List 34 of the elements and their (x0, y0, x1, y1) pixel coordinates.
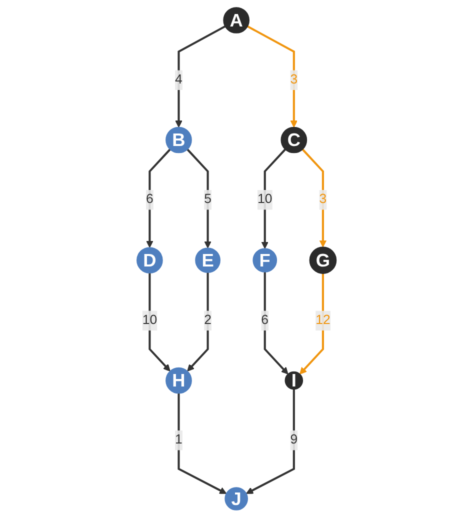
node-circle: A (224, 7, 250, 34)
edge-label: 4 (175, 72, 183, 87)
arrow (300, 274, 324, 374)
edge-label: 10 (258, 192, 273, 206)
node-circle: C (281, 126, 308, 154)
arrow (176, 25, 226, 128)
edge-label: 10 (142, 313, 158, 328)
edge-label: 2 (204, 313, 212, 328)
edge-label: 9 (290, 432, 298, 447)
node-circle: H (166, 367, 192, 394)
node-circle: E (196, 248, 221, 273)
node-circle: G (310, 246, 338, 274)
arrow (178, 393, 228, 494)
edge-label: 3 (320, 192, 328, 206)
edge-label: 6 (146, 192, 154, 206)
edge-label: 5 (204, 192, 212, 206)
node-circle: B (166, 126, 192, 154)
arrow (188, 272, 210, 372)
arrow (246, 389, 296, 494)
arrow (302, 148, 328, 248)
arrow (146, 148, 172, 248)
edge-label: 6 (262, 313, 269, 328)
edge-label: 12 (316, 313, 331, 328)
node-circle: I (285, 371, 304, 390)
arrow (262, 148, 286, 249)
node-circle: J (225, 487, 248, 510)
node-circle: F (253, 248, 278, 272)
node-circle: D (136, 247, 164, 274)
arrow (247, 25, 298, 128)
edge-label: 3 (290, 72, 298, 87)
edge-label: 1 (175, 432, 183, 447)
arrow (187, 148, 212, 248)
arrow (149, 273, 171, 372)
arrow (264, 272, 289, 374)
